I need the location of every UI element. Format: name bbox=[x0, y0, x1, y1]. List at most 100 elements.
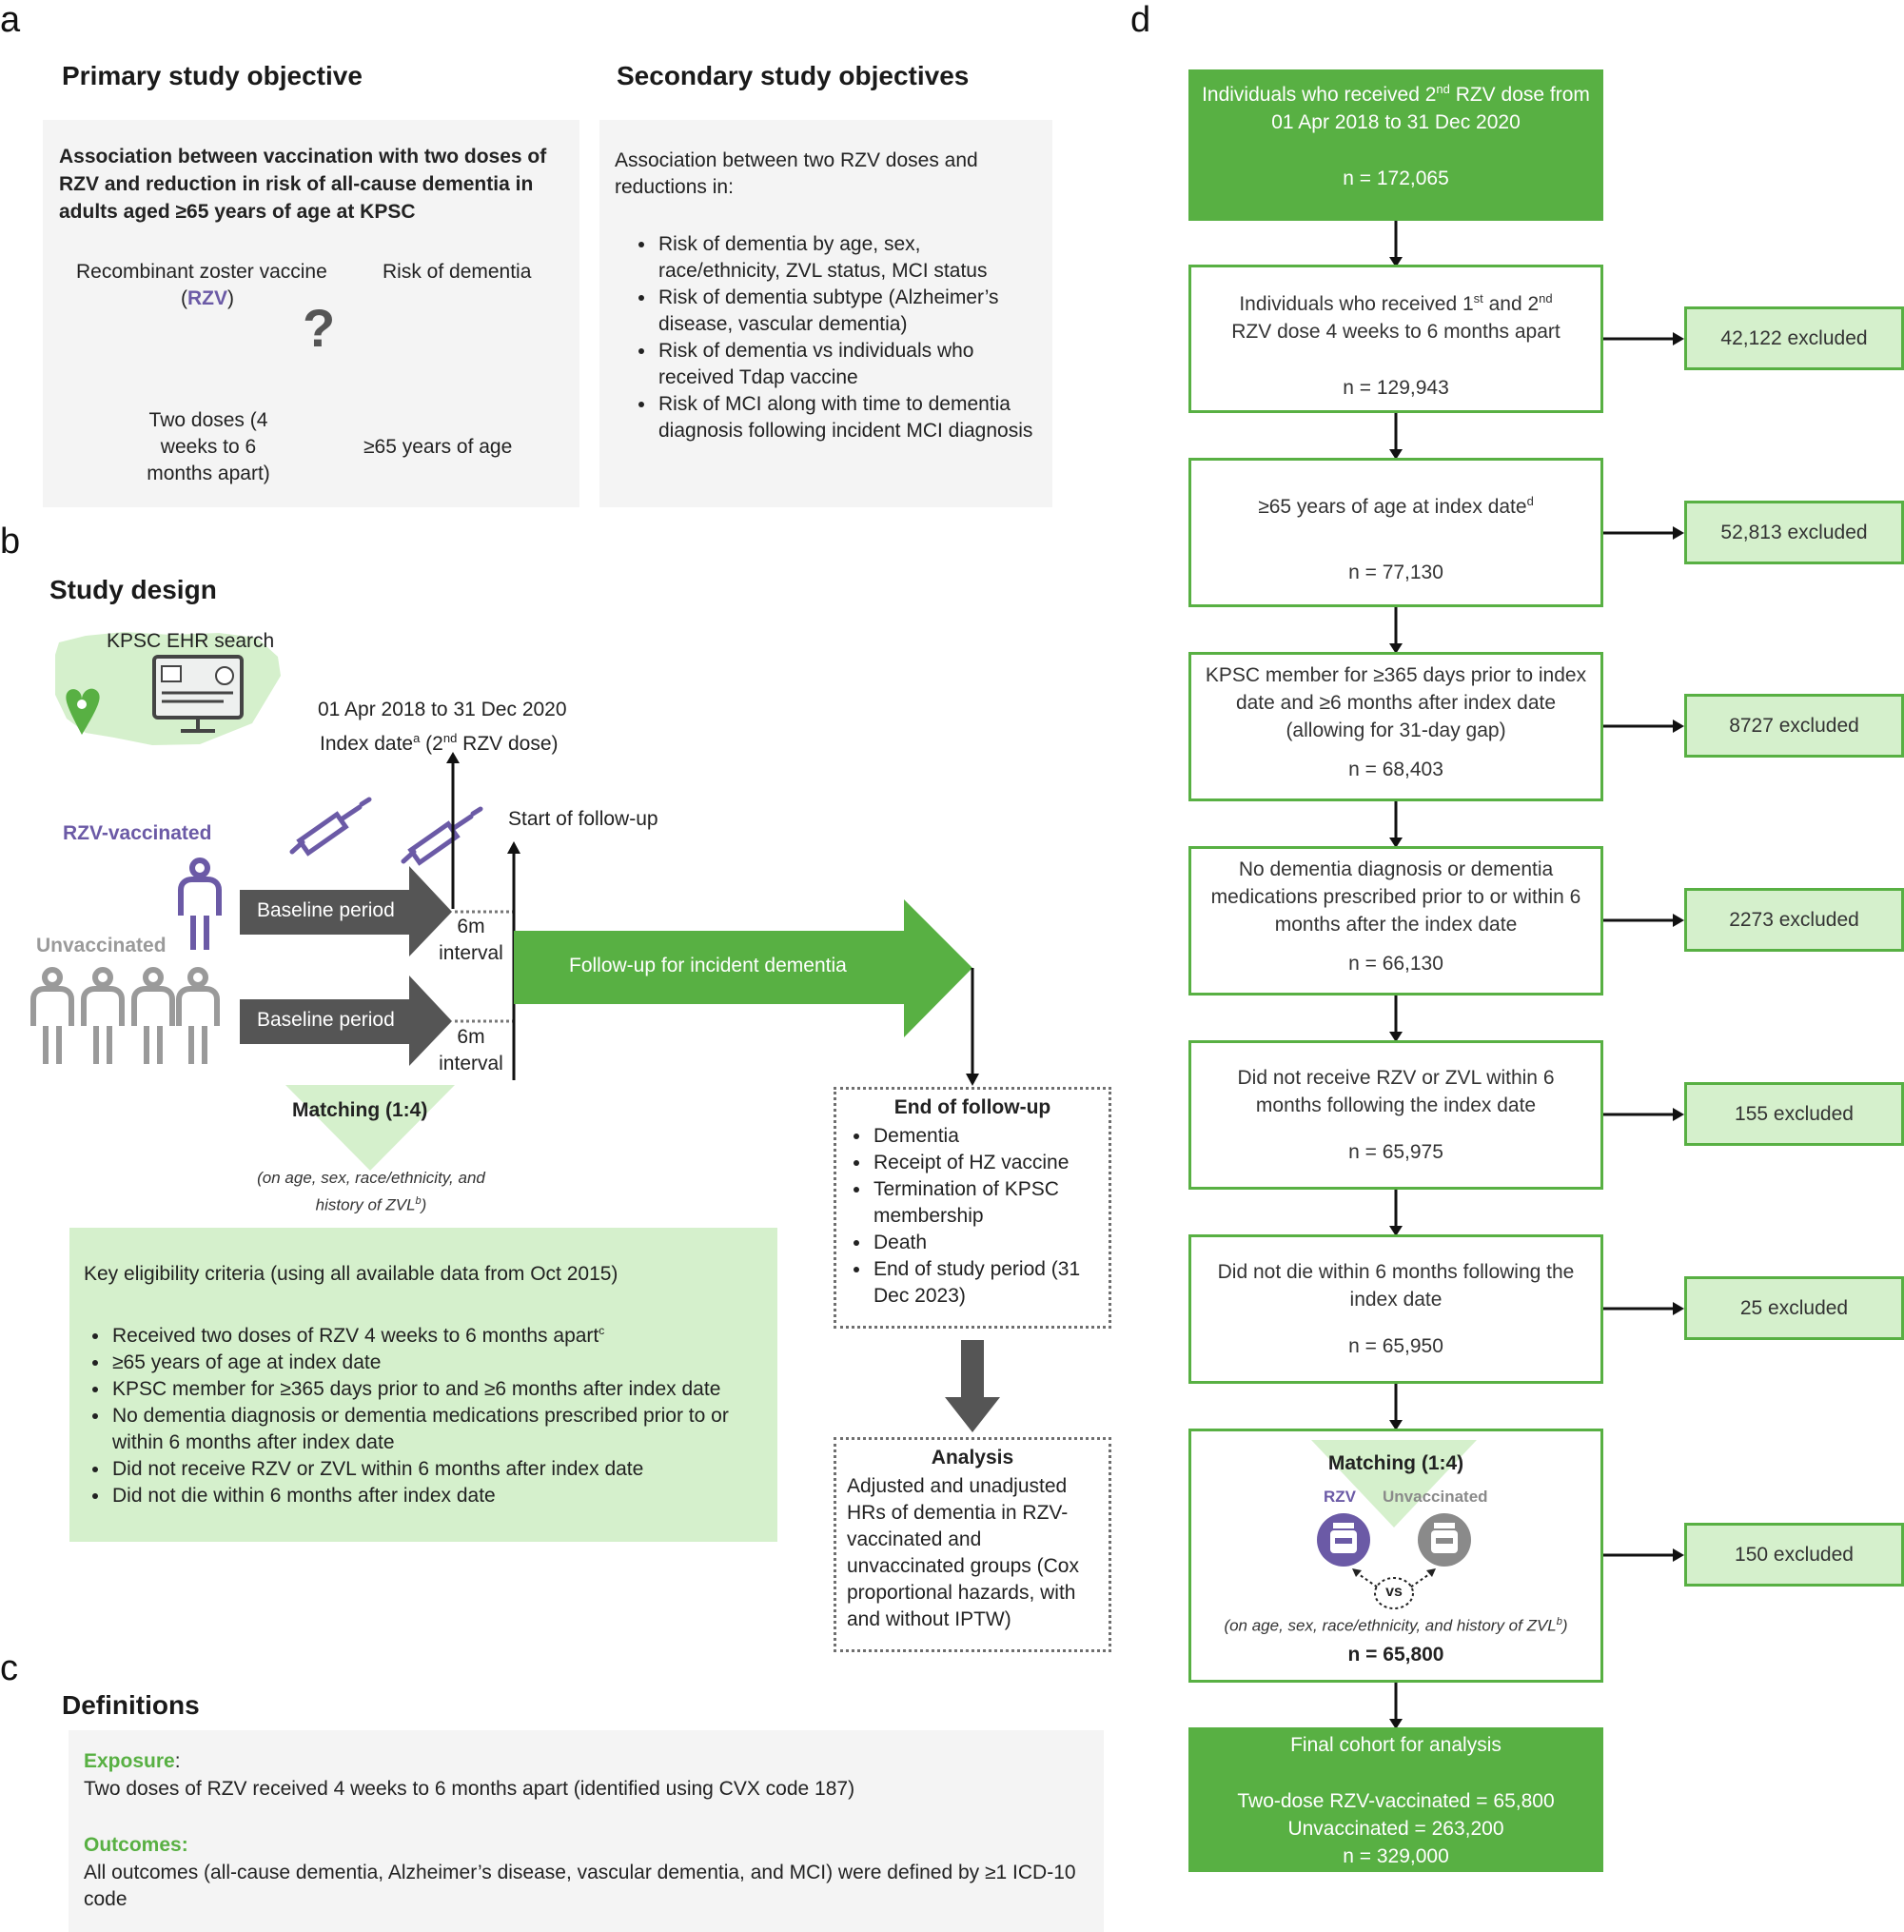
box6-text: Did not receive RZV or ZVL within 6 mont… bbox=[1237, 1067, 1555, 1116]
eligibility-list: Received two doses of RZV 4 weeks to 6 m… bbox=[69, 1317, 773, 1509]
secondary-item: Risk of dementia by age, sex, race/ethni… bbox=[657, 231, 1048, 285]
secondary-item: Risk of dementia subtype (Alzheimer’s di… bbox=[657, 285, 1048, 338]
matching-note-close: ) bbox=[421, 1195, 427, 1214]
flow-box-1: Individuals who received 2nd RZV dose fr… bbox=[1188, 69, 1603, 221]
eligibility-item-text: Received two doses of RZV 4 weeks to 6 m… bbox=[112, 1325, 599, 1347]
end-followup-list: Dementia Receipt of HZ vaccine Terminati… bbox=[828, 1123, 1104, 1310]
flow-box-1-line1: Individuals who received 2nd RZV dose fr… bbox=[1188, 75, 1603, 108]
eligibility-title: Key eligibility criteria (using all avai… bbox=[84, 1263, 618, 1285]
matching-note-sup: b bbox=[415, 1195, 422, 1207]
box2-sup1: st bbox=[1473, 291, 1483, 306]
question-mark: ? bbox=[303, 298, 336, 358]
exposure-label-line: Exposure: bbox=[84, 1748, 181, 1775]
box2-pre: Individuals who received 1 bbox=[1239, 293, 1474, 315]
box3-sup: d bbox=[1526, 494, 1534, 508]
primary-objective-text: Association between vaccination with two… bbox=[59, 146, 547, 223]
eligibility-item: ≥65 years of age at index date bbox=[110, 1350, 773, 1376]
box4-n: n = 68,403 bbox=[1348, 759, 1443, 780]
vaccine-abbr: RZV bbox=[187, 287, 227, 309]
box2-mid: and 2 bbox=[1482, 293, 1540, 315]
final-line2: Unvaccinated = 263,200 bbox=[1287, 1818, 1504, 1840]
secondary-objectives-box bbox=[599, 120, 1052, 507]
box2-n: n = 129,943 bbox=[1343, 377, 1449, 399]
box2-sup2: nd bbox=[1539, 291, 1553, 306]
end-item: Termination of KPSC membership bbox=[872, 1176, 1104, 1230]
matching-triangle bbox=[285, 1085, 455, 1171]
flow-box-3: ≥65 years of age at index dated n = 77,1… bbox=[1188, 458, 1603, 607]
index-label-pre: Index date bbox=[320, 733, 414, 755]
age-label: ≥65 years of age bbox=[363, 436, 513, 458]
eligibility-box bbox=[69, 1228, 777, 1542]
eligibility-item: Did not die within 6 months after index … bbox=[110, 1483, 773, 1509]
final-line3: n = 329,000 bbox=[1343, 1845, 1449, 1867]
interval-2-unit: interval bbox=[439, 1053, 503, 1074]
box8-note-sup: b bbox=[1556, 1616, 1562, 1627]
box1-n: n = 172,065 bbox=[1343, 168, 1449, 189]
followup-label: Follow-up for incident dementia bbox=[569, 955, 847, 976]
box1-dates: 01 Apr 2018 to 31 Dec 2020 bbox=[1271, 111, 1521, 133]
flow-box-4: KPSC member for ≥365 days prior to index… bbox=[1188, 652, 1603, 801]
analysis-title: Analysis bbox=[931, 1447, 1014, 1469]
syringe-icon-2 bbox=[401, 806, 483, 866]
vaccine-label: Recombinant zoster vaccine bbox=[76, 261, 327, 283]
panel-letter-c: c bbox=[0, 1648, 18, 1688]
rzv-vaccinated-label: RZV-vaccinated bbox=[63, 822, 212, 844]
final-title: Final cohort for analysis bbox=[1290, 1734, 1502, 1756]
matching-note: (on age, sex, race/ethnicity, and history… bbox=[219, 1167, 523, 1217]
unvaccinated-people-icon bbox=[30, 967, 220, 1064]
followup-arrow bbox=[514, 899, 972, 1037]
location-pin-icon bbox=[66, 688, 100, 735]
baseline-label-1: Baseline period bbox=[257, 899, 395, 921]
matching-label: Matching (1:4) bbox=[292, 1099, 428, 1121]
exposure-text: Two doses of RZV received 4 weeks to 6 m… bbox=[84, 1778, 855, 1800]
syringe-icon-1 bbox=[289, 797, 372, 857]
flow-rzv-label: RZV bbox=[1324, 1488, 1356, 1506]
unvaccinated-vial-circle-icon bbox=[1418, 1513, 1471, 1567]
panel-letter-d: d bbox=[1130, 0, 1151, 40]
baseline-label-2: Baseline period bbox=[257, 1009, 395, 1031]
eligibility-item: Did not receive RZV or ZVL within 6 mont… bbox=[110, 1456, 773, 1483]
excluded-box-1: 42,122 excluded bbox=[1684, 306, 1904, 370]
down-arrow-analysis bbox=[945, 1340, 1000, 1432]
flow-box-5: No dementia diagnosis or dementia medica… bbox=[1188, 846, 1603, 996]
box1-pre: Individuals who received 2 bbox=[1202, 84, 1437, 106]
exposure-label: Exposure bbox=[84, 1750, 175, 1772]
flow-matching-triangle bbox=[1311, 1440, 1477, 1528]
flow-box-2: Individuals who received 1st and 2nd RZV… bbox=[1188, 265, 1603, 413]
eligibility-item: KPSC member for ≥365 days prior to and ≥… bbox=[110, 1376, 773, 1403]
flow-unvaccinated-label: Unvaccinated bbox=[1383, 1488, 1488, 1506]
rzv-person-icon bbox=[178, 858, 222, 950]
vaccine-abbr-close: ) bbox=[227, 287, 234, 309]
end-item: Receipt of HZ vaccine bbox=[872, 1150, 1104, 1176]
secondary-list: Risk of dementia by age, sex, race/ethni… bbox=[615, 231, 1048, 444]
panel-letter-b: b bbox=[0, 522, 21, 562]
index-label-post: RZV dose) bbox=[457, 733, 559, 755]
outcomes-label: Outcomes: bbox=[84, 1834, 188, 1856]
flow-matching-n: n = 65,800 bbox=[1347, 1644, 1444, 1666]
secondary-objectives-title: Secondary study objectives bbox=[617, 61, 970, 90]
end-followup-box bbox=[834, 1087, 1111, 1329]
flow-matching-title: Matching (1:4) bbox=[1327, 1452, 1464, 1474]
final-line1: Two-dose RZV-vaccinated = 65,800 bbox=[1237, 1790, 1555, 1812]
start-followup-label: Start of follow-up bbox=[508, 808, 658, 830]
baseline-arrow-1 bbox=[240, 866, 452, 956]
matching-note-line2: history of ZVL bbox=[315, 1195, 416, 1214]
box1-post: RZV dose from bbox=[1449, 84, 1590, 106]
excluded-box-2: 52,813 excluded bbox=[1684, 501, 1904, 564]
vaccine-abbr-open: ( bbox=[181, 287, 187, 309]
interval-1-value: 6m bbox=[457, 916, 485, 937]
monitor-icon bbox=[152, 655, 244, 733]
ehr-search-label: KPSC EHR search bbox=[107, 630, 275, 652]
end-item: Dementia bbox=[872, 1123, 1104, 1150]
index-dates: 01 Apr 2018 to 31 Dec 2020 bbox=[318, 699, 567, 720]
analysis-text: Adjusted and unadjusted HRs of dementia … bbox=[847, 1475, 1079, 1630]
vaccine-abbr-line: (RZV) bbox=[181, 286, 234, 312]
box2-post: RZV dose 4 weeks to 6 months apart bbox=[1231, 321, 1560, 343]
index-sup: a bbox=[413, 731, 421, 745]
vs-connector bbox=[1352, 1568, 1436, 1609]
matching-note-line1: (on age, sex, race/ethnicity, and bbox=[257, 1169, 485, 1187]
outcomes-text: All outcomes (all-cause dementia, Alzhei… bbox=[84, 1862, 1076, 1910]
box7-text: Did not die within 6 months following th… bbox=[1217, 1261, 1575, 1311]
